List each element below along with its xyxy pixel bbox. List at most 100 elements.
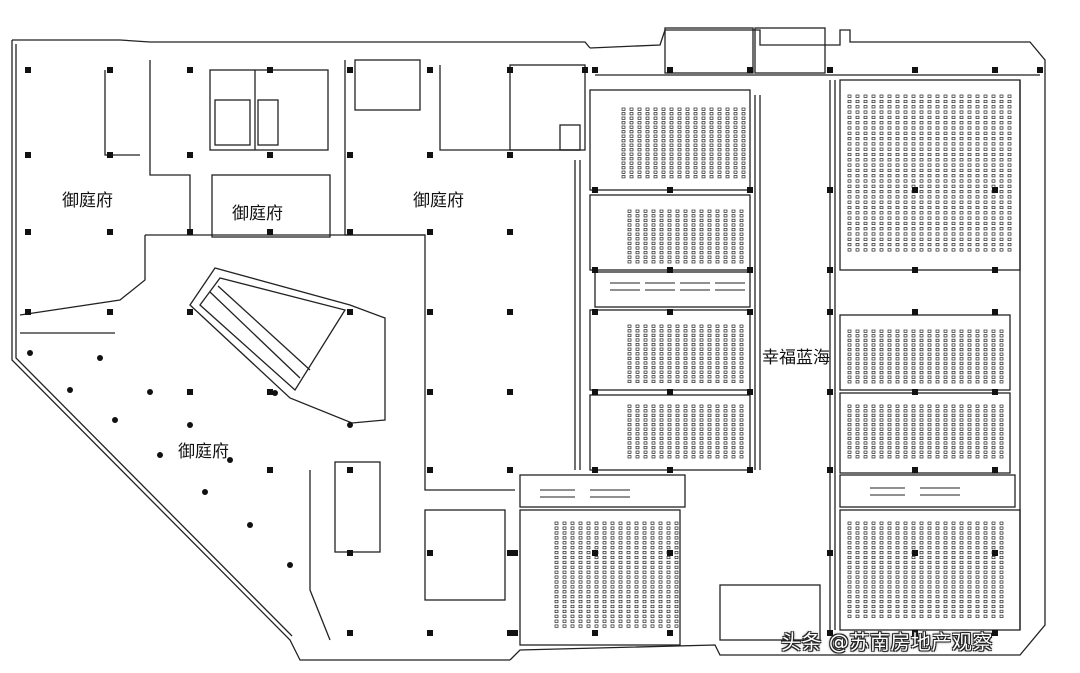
seat <box>578 551 583 555</box>
seat <box>871 195 876 199</box>
seat <box>975 94 980 98</box>
seat <box>903 366 908 370</box>
seat <box>999 585 1004 589</box>
seat <box>709 116 714 120</box>
seat <box>731 413 736 417</box>
seat <box>887 334 892 338</box>
seat <box>887 555 892 560</box>
seat <box>967 211 972 215</box>
seat <box>983 237 988 241</box>
seat <box>871 450 876 454</box>
seat <box>903 590 908 594</box>
seat <box>626 585 631 589</box>
seat <box>887 211 892 215</box>
seat <box>855 163 860 167</box>
seat <box>887 190 892 194</box>
seat <box>699 450 704 454</box>
seat <box>951 115 956 119</box>
seat <box>725 107 730 111</box>
seat <box>725 161 730 165</box>
seat <box>983 580 988 584</box>
seat <box>935 343 940 347</box>
seat <box>691 427 696 431</box>
seat <box>975 168 980 172</box>
seat <box>709 139 714 143</box>
seat <box>903 237 908 241</box>
seat <box>935 232 940 236</box>
seat <box>1007 211 1012 215</box>
seat <box>691 409 696 413</box>
seat <box>903 179 908 183</box>
seat <box>903 329 908 333</box>
seat <box>911 329 916 333</box>
seat <box>863 110 868 114</box>
seat <box>618 551 623 555</box>
column <box>25 309 31 315</box>
seat <box>586 604 591 609</box>
seat <box>943 580 948 584</box>
seat <box>707 361 712 365</box>
seat <box>733 125 738 129</box>
seat <box>903 352 908 356</box>
seat <box>693 157 698 161</box>
seat <box>1007 131 1012 135</box>
seat <box>627 446 632 450</box>
seat <box>863 334 868 338</box>
seat <box>847 536 852 540</box>
seat <box>959 404 964 408</box>
seat <box>991 595 996 599</box>
seat <box>635 237 640 241</box>
seat <box>685 112 690 116</box>
seat <box>602 619 607 623</box>
column <box>592 67 598 73</box>
seat <box>887 243 892 247</box>
column <box>592 550 598 556</box>
seat <box>935 404 940 408</box>
seat <box>626 575 631 579</box>
seat <box>863 604 868 609</box>
seat <box>634 590 639 594</box>
seat <box>634 536 639 540</box>
seat <box>685 116 690 120</box>
seat <box>739 450 744 454</box>
seat <box>951 158 956 162</box>
seat <box>627 232 632 236</box>
seat <box>879 163 884 167</box>
seat <box>723 441 728 445</box>
seat <box>935 604 940 609</box>
seat <box>669 139 674 143</box>
seat <box>919 380 924 384</box>
seat <box>674 595 679 599</box>
seat <box>975 147 980 151</box>
seat <box>635 347 640 351</box>
seat <box>911 555 916 560</box>
seat <box>637 152 642 156</box>
seat <box>667 446 672 450</box>
seat <box>717 107 722 111</box>
seat <box>991 521 996 525</box>
seat <box>731 232 736 236</box>
seat <box>677 130 682 134</box>
seat <box>739 432 744 436</box>
seat <box>975 357 980 361</box>
seat <box>951 126 956 130</box>
seat <box>661 134 666 138</box>
seat <box>935 190 940 194</box>
seat <box>951 232 956 236</box>
seat <box>975 174 980 178</box>
seat <box>863 413 868 417</box>
seat <box>855 348 860 352</box>
seat <box>739 333 744 337</box>
seat <box>927 590 932 594</box>
seat <box>927 142 932 146</box>
seat <box>847 211 852 215</box>
seat <box>951 190 956 194</box>
seat <box>683 413 688 417</box>
seat <box>871 221 876 225</box>
seat <box>983 361 988 365</box>
seat <box>991 94 996 98</box>
seat <box>658 595 663 599</box>
seat <box>943 423 948 427</box>
seat <box>975 343 980 347</box>
seat <box>610 590 615 594</box>
